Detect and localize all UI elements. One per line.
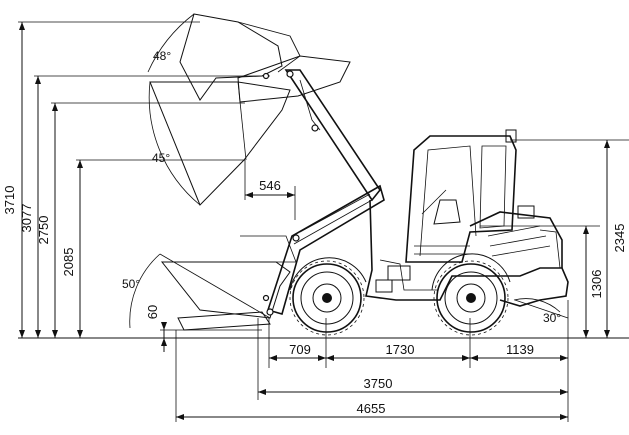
dim-4655-label: 4655: [357, 401, 386, 416]
front-fender: [289, 257, 367, 291]
dim-709-label: 709: [289, 342, 311, 357]
loader-arm: [262, 69, 385, 316]
bucket-top-level: [237, 35, 351, 103]
angle-45-label: 45°: [152, 151, 170, 165]
angle-30-label: 30°: [543, 311, 561, 325]
bottom-length-dimensions: [175, 300, 569, 422]
bucket-ground: [159, 235, 297, 331]
dim-3077-label: 3077: [19, 204, 34, 233]
angle-arcs: [129, 13, 569, 329]
angle-50-label: 50°: [122, 277, 140, 291]
front-wheel: [289, 260, 365, 336]
dim-2750-label: 2750: [36, 216, 51, 245]
dim-546-label: 546: [259, 178, 281, 193]
reach-dimension: [244, 160, 296, 220]
bucket-mid-dump: [149, 81, 291, 206]
rear-fender: [431, 253, 511, 291]
bucket-top-raised: [179, 13, 301, 101]
dim-60-label: 60: [145, 305, 160, 319]
dim-1730-label: 1730: [386, 342, 415, 357]
dim-2345-label: 2345: [612, 224, 627, 253]
dim-2085-label: 2085: [61, 248, 76, 277]
dim-1306-label: 1306: [589, 270, 604, 299]
dim-3750-label: 3750: [364, 376, 393, 391]
left-height-dimensions: [18, 21, 270, 352]
right-height-dimensions: [480, 139, 629, 338]
loader-body: [365, 129, 569, 307]
dim-1139-label: 1139: [506, 342, 534, 357]
angle-48-label: 48°: [153, 49, 171, 63]
rear-wheel: [433, 260, 509, 336]
dim-3710-label: 3710: [2, 186, 17, 215]
